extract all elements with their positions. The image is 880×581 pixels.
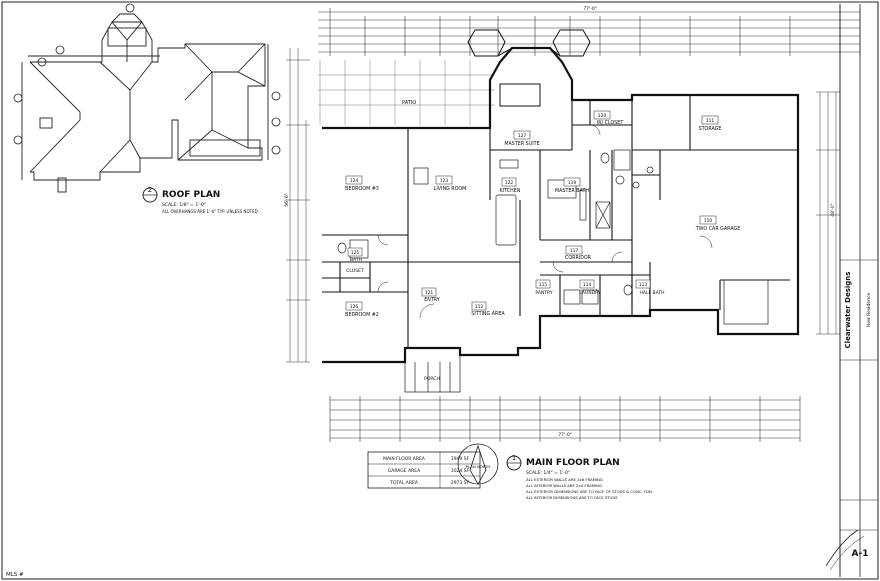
mls-stamp: MLS # — [6, 572, 24, 578]
porch-label: PORCH — [424, 376, 440, 382]
master-bath-label: MASTER BATH — [555, 188, 589, 194]
north-arrow: PLAN NORTH — [457, 443, 499, 485]
area-row-main-value: 1949 SF — [451, 456, 470, 462]
closet-number: 120 — [598, 113, 607, 119]
bath-number: 125 — [351, 250, 360, 256]
bedroom2-number: 126 — [350, 304, 359, 310]
dimension-labels: 77'-0" 77'-0" 56'-6" 48'-0" — [284, 6, 836, 438]
laundry-label: LAUNDRY — [579, 290, 601, 296]
main-plan-number: 1 — [512, 454, 516, 462]
main-plan-title-text: MAIN FLOOR PLAN — [526, 458, 620, 468]
bedroom3-number: 124 — [350, 178, 359, 184]
roof-plan-note: ALL OVERHANGS ARE 1'-6" TYP. UNLESS NOTE… — [162, 209, 258, 214]
roof-plan — [21, 13, 269, 193]
closet-label: W/ CLOSET — [597, 120, 624, 126]
roof-plan-title-text: ROOF PLAN — [162, 190, 220, 200]
sitting-label: SITTING AREA — [471, 311, 505, 317]
area-row-garage-label: GARAGE AREA — [388, 468, 421, 474]
corridor-number: 117 — [570, 248, 579, 254]
entry-number: 121 — [425, 290, 434, 296]
roof-plan-scale: SCALE: 1/8" = 1'-0" — [162, 202, 206, 208]
bath-label: BATH — [350, 257, 362, 263]
area-table: MAIN FLOOR AREA 1949 SF GARAGE AREA 1024… — [367, 451, 481, 489]
pantry-label: PANTRY — [535, 290, 552, 296]
exterior-walls — [322, 46, 800, 364]
north-arrow-label: PLAN NORTH — [466, 464, 491, 469]
bay-window — [467, 29, 591, 107]
main-plan-title: 1 MAIN FLOOR PLAN SCALE: 1/4" = 1'-0" AL… — [506, 454, 653, 500]
overall-width-bottom: 77'-0" — [558, 432, 572, 438]
area-row-main-label: MAIN FLOOR AREA — [383, 456, 426, 462]
overall-depth-right: 48'-0" — [830, 203, 836, 217]
main-plan-note-1: ALL EXTERIOR WALLS ARE 2x6 FRAMING — [526, 477, 603, 482]
project-name: New Residence — [866, 293, 872, 327]
patio-label: PATIO — [402, 100, 416, 106]
storage-label: STORAGE — [699, 126, 722, 132]
bedroom2-label: BEDROOM #2 — [345, 312, 379, 318]
living-number: 123 — [440, 178, 449, 184]
dimension-lines — [286, 8, 861, 442]
area-row-total-value: 2973 SF — [451, 480, 470, 486]
main-plan-scale: SCALE: 1/4" = 1'-0" — [526, 470, 570, 476]
area-row-total-label: TOTAL AREA — [389, 480, 419, 486]
main-plan-note-4: ALL INTERIOR DIMENSIONS ARE TO FACE STUD… — [526, 495, 618, 500]
storage-number: 111 — [706, 118, 715, 124]
title-block: Clearwater Designs New Residence A-1 — [825, 4, 878, 577]
room-labels: PATIO 127 MASTER SUITE 120 W/ CLOSET 111… — [345, 100, 740, 382]
garage-label: TWO CAR GARAGE — [695, 226, 741, 232]
master-suite-label: MASTER SUITE — [504, 141, 539, 147]
roof-plan-title: 2 ROOF PLAN SCALE: 1/8" = 1'-0" ALL OVER… — [142, 186, 258, 214]
sheet-number: A-1 — [852, 549, 869, 559]
porch — [404, 279, 769, 393]
living-label: LIVING ROOM — [434, 186, 467, 192]
half-bath-label: HALF BATH — [640, 290, 665, 296]
door-swings — [377, 124, 713, 319]
main-plan-note-2: ALL INTERIOR WALLS ARE 2x4 FRAMING — [526, 483, 602, 488]
roof-callouts — [13, 3, 281, 155]
master-bath-number: 119 — [568, 180, 577, 186]
kitchen-label: KITCHEN — [500, 188, 521, 194]
roof-plan-number: 2 — [148, 186, 152, 194]
master-suite-number: 127 — [518, 133, 527, 139]
kitchen-number: 122 — [505, 180, 514, 186]
garage-number: 110 — [704, 218, 713, 224]
interior-walls — [322, 95, 798, 348]
linen-closet-label: CLOSET — [346, 268, 364, 274]
overall-width-top: 77'-0" — [583, 6, 597, 12]
patio-lines — [318, 60, 495, 125]
corridor-label: CORRIDOR — [565, 255, 592, 261]
area-row-garage-value: 1024 SF — [451, 468, 470, 474]
overall-depth-left: 56'-6" — [284, 193, 290, 207]
sitting-number: 112 — [475, 304, 484, 310]
bedroom3-label: BEDROOM #3 — [345, 186, 379, 192]
fixtures — [337, 149, 654, 305]
designer-name: Clearwater Designs — [844, 272, 852, 349]
laundry-number: 114 — [583, 282, 592, 288]
main-plan-note-3: ALL EXTERIOR DIMENSIONS ARE TO FACE OF S… — [526, 489, 653, 494]
pantry-number: 115 — [539, 282, 548, 288]
half-bath-number: 113 — [639, 282, 648, 288]
entry-label: ENTRY — [424, 297, 440, 303]
